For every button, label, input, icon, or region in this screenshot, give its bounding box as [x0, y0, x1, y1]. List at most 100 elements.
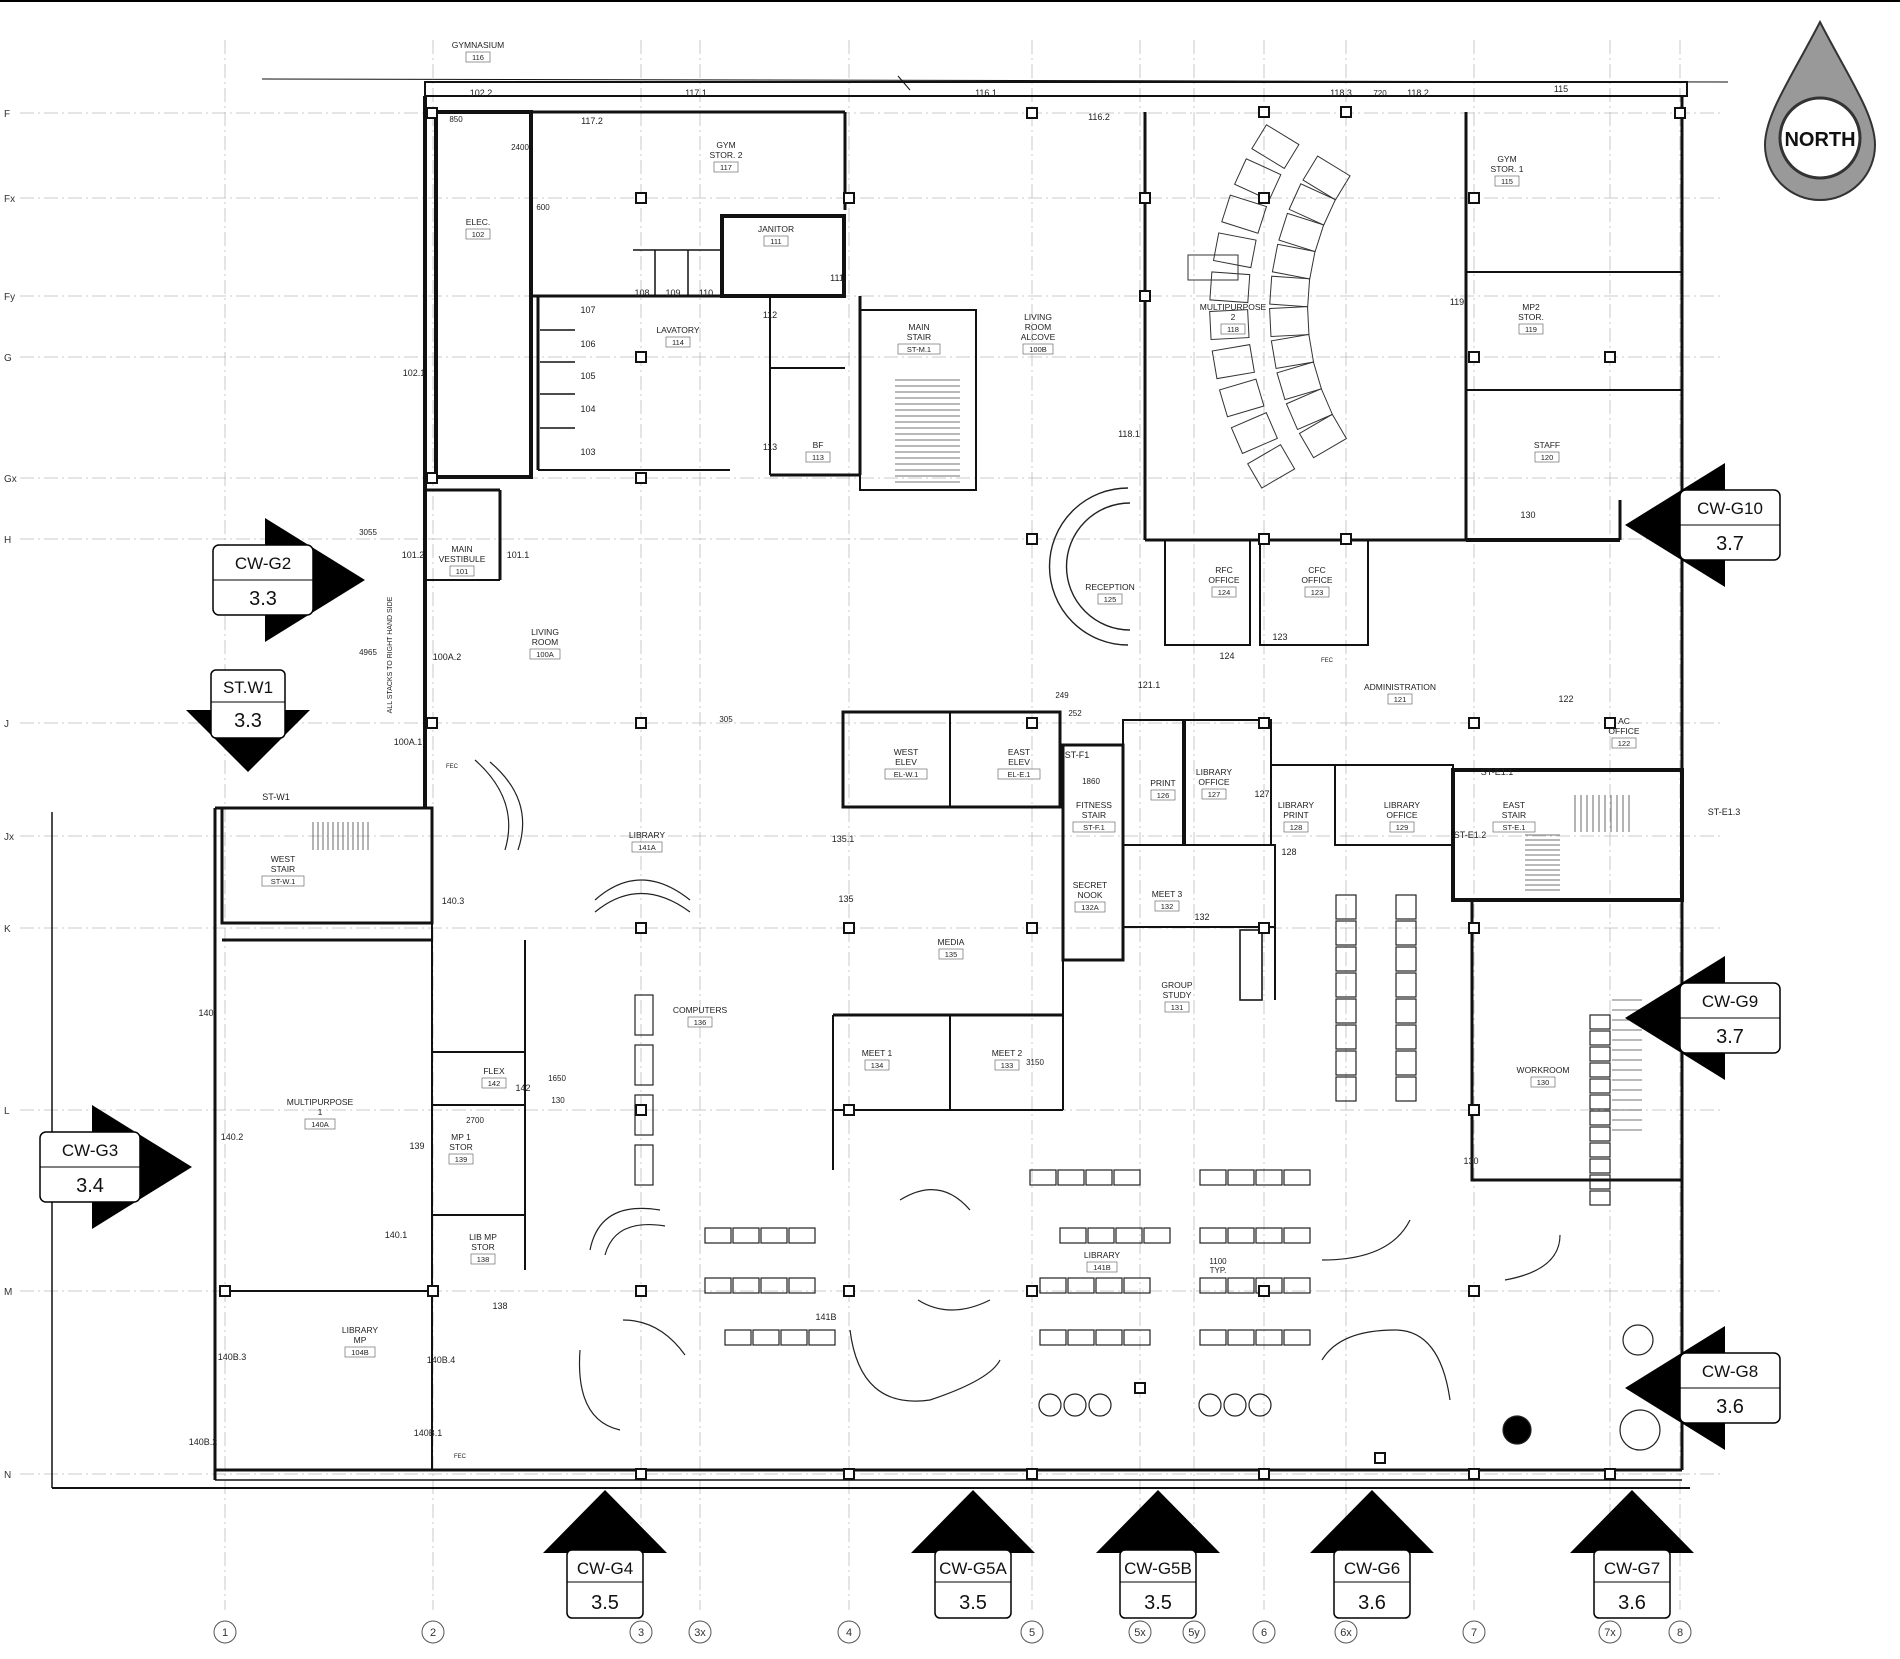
seat — [1247, 444, 1296, 489]
column — [1258, 922, 1270, 934]
work-bench — [1589, 1110, 1611, 1126]
door-tag: 127 — [1254, 789, 1269, 799]
grid-row-label: H — [4, 535, 11, 546]
multipurpose-seating — [1187, 124, 1351, 489]
room-number: ST-M.1 — [907, 345, 931, 354]
room-number: 132 — [1161, 902, 1174, 911]
study-table — [1123, 1329, 1151, 1346]
column — [1468, 1104, 1480, 1116]
door-tag: 105 — [580, 371, 595, 381]
room-number: 114 — [672, 338, 684, 347]
room-number-box — [529, 648, 561, 660]
svg-text:3.6: 3.6 — [1716, 1396, 1744, 1418]
room-number-box — [1494, 175, 1520, 187]
svg-text:CW-G9: CW-G9 — [1702, 992, 1758, 1011]
study-table — [1087, 1227, 1115, 1244]
room-name: MEDIA — [938, 937, 965, 947]
room-number: 121 — [1394, 695, 1407, 704]
room-number-box — [261, 875, 305, 887]
room-name: RECEPTION — [1085, 582, 1135, 592]
book-shelf — [1335, 972, 1357, 998]
column — [1468, 1285, 1480, 1297]
grid-row-label: F — [4, 109, 10, 120]
grid-col-label: 7x — [1604, 1627, 1616, 1639]
study-table — [732, 1277, 760, 1294]
room-number: 130 — [1537, 1078, 1550, 1087]
room-number: 138 — [477, 1255, 490, 1264]
grid-col-label: 6x — [1340, 1627, 1352, 1639]
door-tag: 102.2 — [470, 88, 493, 98]
room-name: LIBRARY — [1084, 1250, 1121, 1260]
room-number: ST-E.1 — [1503, 823, 1526, 832]
seat — [1269, 306, 1310, 337]
room-number: 101 — [456, 567, 469, 576]
round-table — [1223, 1393, 1247, 1417]
furniture — [474, 759, 1661, 1451]
room-number-box — [1530, 1076, 1556, 1088]
column — [1468, 922, 1480, 934]
room-number-box — [1201, 788, 1227, 800]
column — [427, 1285, 439, 1297]
dimension: 1650 — [548, 1074, 566, 1083]
grid-col-label: 2 — [430, 1627, 436, 1639]
dimension: 600 — [536, 203, 550, 212]
door-tag: 121.1 — [1138, 680, 1161, 690]
room-number: ST-F.1 — [1083, 823, 1105, 832]
study-table — [1227, 1329, 1255, 1346]
room-number-box — [897, 343, 941, 355]
note: FEC — [1321, 658, 1334, 664]
room-number: 124 — [1218, 588, 1231, 597]
column — [1026, 533, 1038, 545]
column — [426, 717, 438, 729]
door-tag: 142 — [515, 1083, 530, 1093]
door-tag: 141B — [815, 1312, 836, 1322]
room-number-box — [1154, 900, 1180, 912]
room-name: ELEC. — [466, 217, 491, 227]
work-bench — [1589, 1158, 1611, 1174]
seat — [1251, 124, 1300, 170]
room-name: JANITOR — [758, 224, 794, 234]
study-table — [1113, 1169, 1141, 1186]
work-bench — [1589, 1094, 1611, 1110]
grid-bubble — [213, 1620, 237, 1644]
room-name: COMPUTERS — [673, 1005, 728, 1015]
svg-text:CW-G2: CW-G2 — [235, 554, 291, 573]
door-tag: 115 — [1554, 84, 1568, 94]
seat — [1211, 344, 1255, 380]
book-shelf — [634, 1044, 654, 1086]
work-bench — [1589, 1142, 1611, 1158]
grid-bubble — [1020, 1620, 1044, 1644]
room-number-box — [470, 1253, 496, 1265]
dimension: 1860 — [1082, 777, 1100, 786]
room-name: MEET 2 — [992, 1048, 1023, 1058]
room-number-box — [997, 768, 1041, 780]
room-number: 129 — [1396, 823, 1409, 832]
north-label: NORTH — [1784, 129, 1855, 151]
round-table — [1063, 1393, 1087, 1417]
room-number-box — [1220, 323, 1246, 335]
study-table — [788, 1277, 816, 1294]
grid-bubble — [1598, 1620, 1622, 1644]
study-table — [1255, 1169, 1283, 1186]
book-shelf — [1335, 894, 1357, 920]
room-number: 132A — [1081, 903, 1099, 912]
column — [1258, 106, 1270, 118]
study-table — [808, 1329, 836, 1346]
room-number-box — [763, 235, 789, 247]
round-table — [1248, 1393, 1272, 1417]
room-number: 116 — [472, 53, 484, 62]
room-number-box — [1072, 821, 1116, 833]
door-tag: 123 — [1272, 632, 1287, 642]
svg-text:3.6: 3.6 — [1358, 1592, 1386, 1614]
study-table — [704, 1227, 732, 1244]
dimension: 4965 — [359, 648, 377, 657]
room-number-box — [1283, 821, 1309, 833]
